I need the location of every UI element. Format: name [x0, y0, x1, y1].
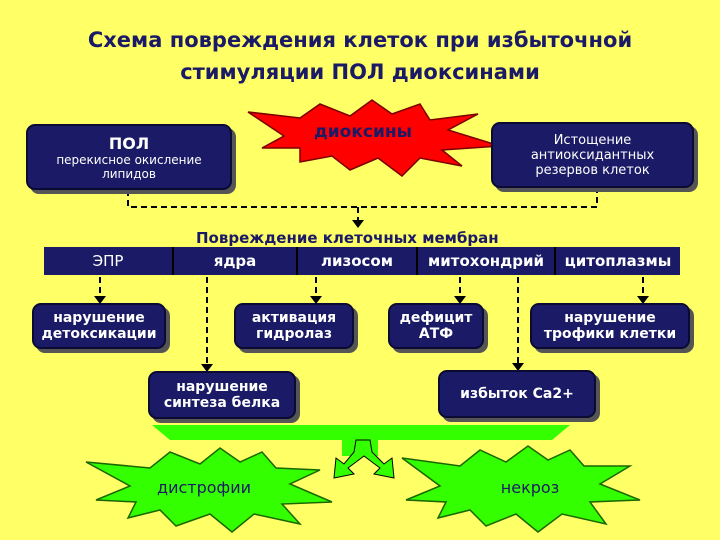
calcium-box: избыток Ca2+	[438, 370, 596, 418]
down-arrows	[94, 296, 649, 372]
depletion-line-3: резервов клеток	[535, 162, 650, 178]
membrane-connectors	[99, 277, 644, 366]
hydrolases-box: активация гидролаз	[234, 303, 354, 349]
calcium-label: избыток Ca2+	[460, 386, 574, 402]
dioxin-label: диоксины	[314, 122, 412, 142]
membrane-heading: Повреждение клеточных мембран	[196, 229, 499, 247]
pol-heading: ПОЛ	[108, 133, 150, 153]
atp-line-2: АТФ	[418, 326, 454, 342]
title-line-2: стимуляции ПОЛ диоксинами	[180, 60, 540, 84]
necrosis-label: некроз	[500, 478, 560, 497]
protein-box: нарушение синтеза белка	[148, 371, 296, 419]
arrow-to-membranes	[352, 220, 364, 228]
diagram-title: Схема повреждения клеток при избыточной …	[0, 24, 720, 88]
cell-epr: ЭПР	[44, 247, 174, 275]
cell-mitochondria: митохондрий	[418, 247, 556, 275]
depletion-line-1: Истощение	[553, 132, 632, 148]
dystrophy-star	[85, 447, 333, 533]
cell-cytoplasm: цитоплазмы	[556, 247, 680, 275]
depletion-line-2: антиоксидантных	[530, 147, 655, 163]
dystrophy-label: дистрофии	[157, 478, 251, 497]
detox-box: нарушение детоксикации	[32, 303, 166, 349]
protein-line-2: синтеза белка	[163, 395, 281, 411]
pol-line-2: липидов	[102, 166, 156, 181]
pol-box: ПОЛ перекисное окисление липидов	[26, 124, 232, 190]
split-arrow-icon	[333, 439, 395, 479]
cell-nucleus: ядра	[174, 247, 298, 275]
trophic-line-2: трофики клетки	[543, 326, 677, 342]
trophic-line-1: нарушение	[564, 310, 656, 326]
detox-line-1: нарушение	[53, 310, 145, 326]
atp-line-1: дефицит	[399, 310, 473, 326]
atp-box: дефицит АТФ	[388, 303, 484, 349]
top-connector	[127, 190, 598, 222]
cell-lysosomes: лизосом	[298, 247, 418, 275]
depletion-box: Истощение антиоксидантных резервов клето…	[491, 122, 694, 188]
detox-line-2: детоксикации	[41, 326, 157, 342]
pol-line-1: перекисное окисление	[56, 152, 202, 167]
trophic-box: нарушение трофики клетки	[530, 303, 690, 349]
necrosis-star	[401, 445, 641, 533]
hydrolases-line-1: активация	[251, 310, 337, 326]
dioxin-star	[247, 99, 501, 177]
protein-line-1: нарушение	[176, 379, 268, 395]
title-line-1: Схема повреждения клеток при избыточной	[87, 28, 633, 52]
hydrolases-line-2: гидролаз	[256, 326, 332, 342]
